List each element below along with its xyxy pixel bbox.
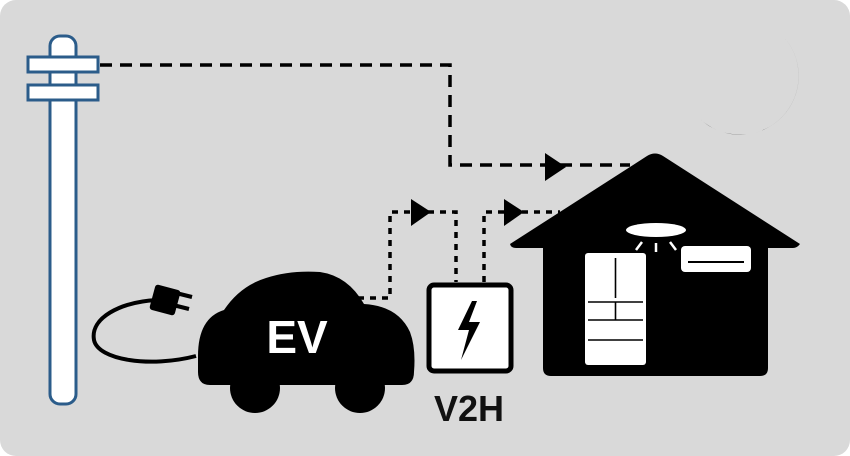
- v2h-charger-icon: [426, 282, 514, 374]
- ev-to-charger-line: [358, 210, 458, 300]
- ev-label: EV: [266, 311, 328, 363]
- charger-to-house-line: [482, 210, 560, 282]
- utility-pole-icon: [26, 34, 100, 406]
- house-icon: [510, 153, 800, 376]
- air-conditioner-icon: [681, 246, 751, 272]
- electric-car-icon: EV: [198, 271, 415, 413]
- lightning-bolt-icon: [458, 301, 480, 360]
- power-flow-lines: [100, 63, 630, 300]
- charger-flow-arrow: [504, 199, 524, 226]
- grid-flow-arrow: [545, 153, 566, 181]
- v2h-label: V2H: [434, 388, 504, 429]
- ceiling-light-icon: [626, 223, 686, 252]
- refrigerator-icon: [585, 253, 646, 365]
- ev-flow-arrow: [411, 199, 431, 226]
- plug-icon: [91, 284, 197, 364]
- grid-to-house-line: [100, 63, 630, 167]
